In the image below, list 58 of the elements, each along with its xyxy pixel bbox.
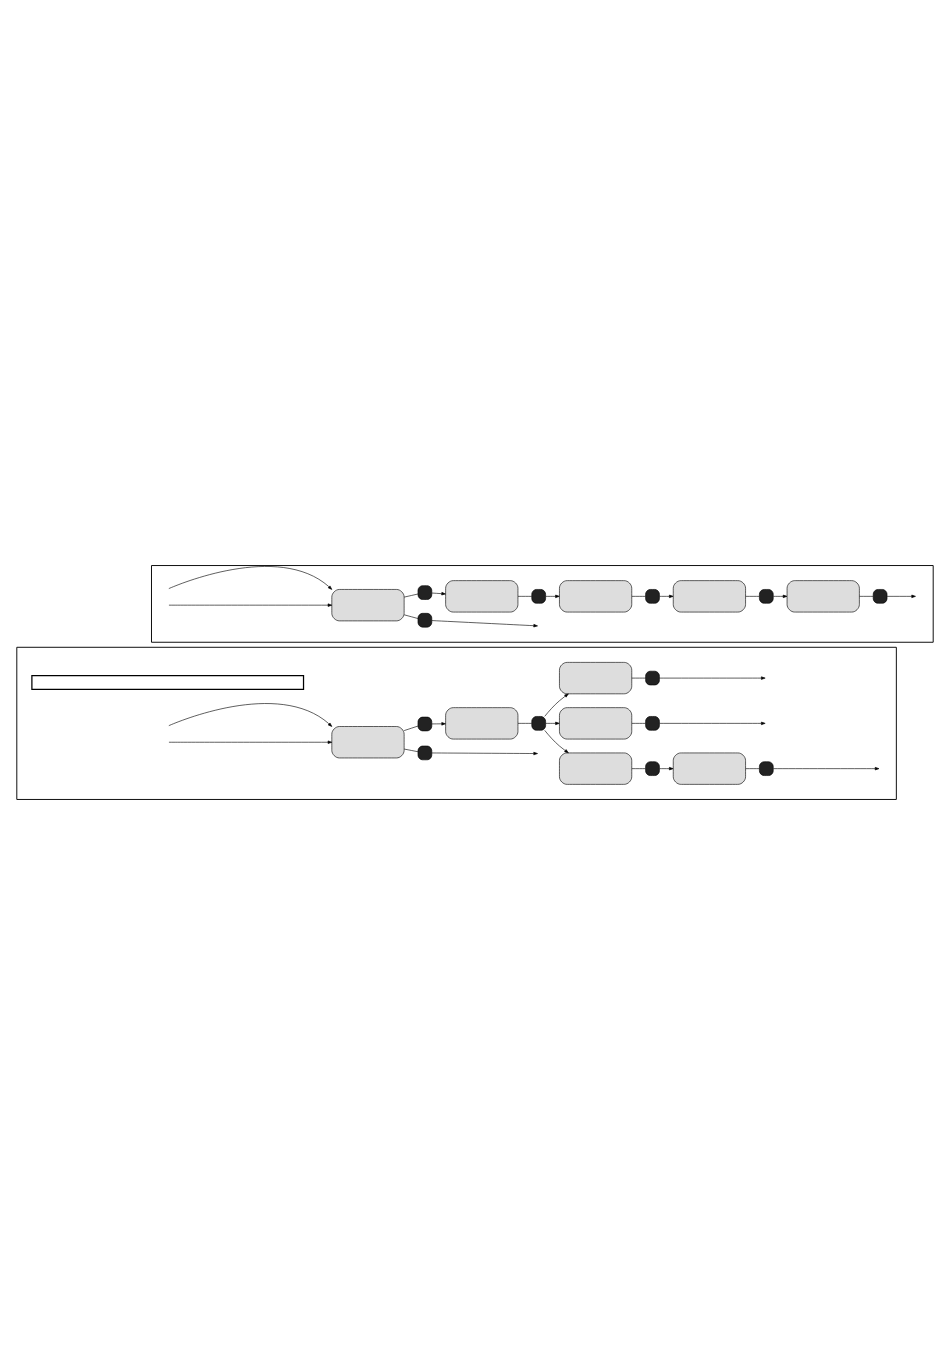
arrow [431,721,446,725]
arrow [544,693,569,717]
connector [745,595,760,597]
connector [631,722,646,724]
arrow [544,729,569,753]
arrow [168,740,333,744]
node-box [445,579,519,612]
node-bar [31,674,305,690]
connector [517,722,533,724]
connector [403,748,419,752]
node-box [331,725,405,758]
arrow [659,675,766,680]
node-button [417,584,433,600]
connector [517,595,533,597]
connector [631,767,646,769]
arrow [168,565,333,590]
arrow [773,766,880,770]
node-box [445,706,519,739]
connector [403,593,419,597]
node-button [645,715,660,731]
cluster [16,646,897,800]
arrow [659,721,766,725]
arrow [659,766,674,770]
node-box [559,661,633,694]
node-box [786,579,860,612]
arrow [659,594,674,598]
arrow [886,594,916,598]
arrow [545,594,560,598]
node-button [417,745,433,760]
node-box [672,752,746,785]
node-button [872,588,888,604]
connector [859,595,874,597]
connector [745,767,760,769]
node-button [645,760,660,776]
node-box [559,706,633,739]
connector [631,595,646,597]
arrow [431,619,538,627]
node-box [331,588,405,621]
connector [631,677,646,678]
node-button [531,588,546,604]
arrow [168,603,333,607]
node-box [672,579,746,612]
node-box [559,752,633,785]
connector [403,614,419,619]
node-button [645,670,660,685]
node-button [759,760,774,776]
arrow [431,751,538,755]
arrow [431,591,446,595]
node-button [417,716,433,731]
node-button [531,715,546,731]
node-button [759,588,774,604]
connector [403,725,419,731]
node-button [417,612,433,627]
arrow [545,721,560,725]
arrow [168,702,333,727]
node-box [559,579,633,612]
arrow [773,594,788,598]
node-button [645,588,660,604]
